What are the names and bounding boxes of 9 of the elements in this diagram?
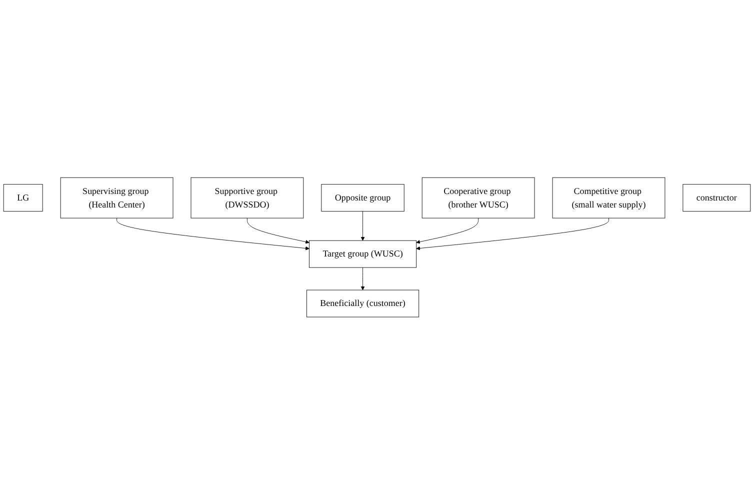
node-box: Opposite group bbox=[321, 184, 404, 212]
node-box: constructor bbox=[682, 184, 751, 212]
node-box: Supervising group (Health Center) bbox=[60, 178, 174, 218]
node-box: Supportive group (DWSSDO) bbox=[190, 178, 304, 218]
node-box: LG bbox=[3, 184, 43, 212]
node-box: Cooperative group (brother WUSC) bbox=[422, 178, 535, 218]
node-box: Competitive group (small water supply) bbox=[552, 178, 666, 218]
node-box: Target group (WUSC) bbox=[308, 240, 417, 268]
node-box: Beneficially (customer) bbox=[306, 290, 420, 318]
